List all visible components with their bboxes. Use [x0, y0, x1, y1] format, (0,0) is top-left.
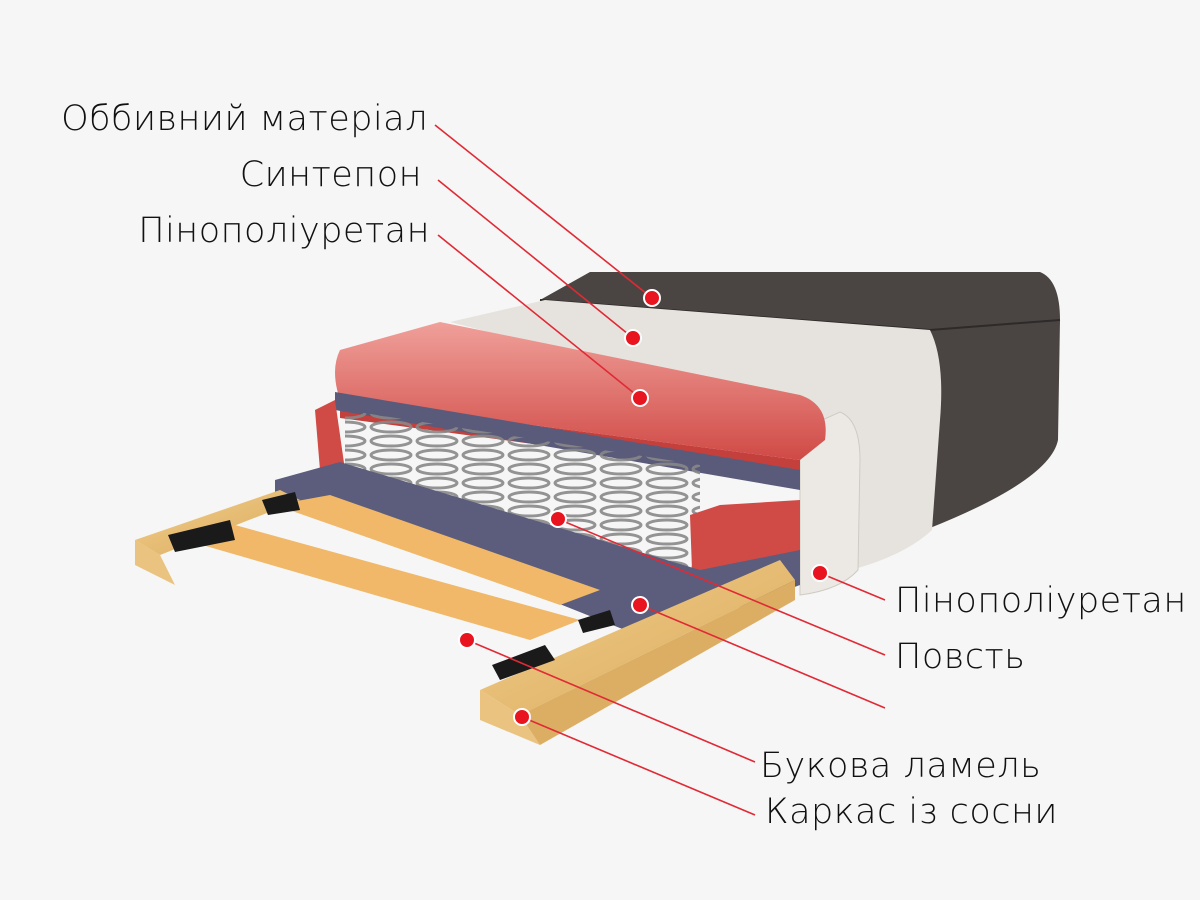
- marker-dot: [631, 596, 649, 614]
- leader-foam-top: [437, 234, 641, 399]
- foam-side-bar-left: [315, 400, 345, 470]
- marker-dot: [549, 510, 567, 528]
- leader-frame: [521, 716, 756, 816]
- marker-dot: [811, 564, 829, 582]
- beech-slats: [168, 492, 615, 680]
- label-felt: Повсть: [895, 637, 1025, 677]
- leader-felt-lower: [639, 604, 886, 709]
- marker-dot: [458, 631, 476, 649]
- marker-dot: [513, 708, 531, 726]
- leader-slat: [466, 639, 756, 763]
- label-padding: Синтепон: [240, 155, 422, 195]
- leader-foam-side: [819, 572, 886, 601]
- label-foam-top: Пінополіуретан: [138, 211, 430, 251]
- leader-padding: [437, 179, 634, 339]
- felt-lower: [275, 462, 800, 640]
- padding-layer: [450, 300, 942, 575]
- marker-dot: [631, 389, 649, 407]
- marker-dot: [643, 289, 661, 307]
- leader-upholstery: [434, 124, 653, 299]
- leader-felt: [557, 518, 886, 656]
- springs: [345, 410, 700, 570]
- marker-dot: [624, 329, 642, 347]
- side-foam-block: [799, 411, 861, 596]
- label-frame: Каркас із сосни: [765, 792, 1058, 832]
- label-upholstery: Оббивний матеріал: [61, 99, 428, 139]
- label-foam-side: Пінополіуретан: [895, 581, 1187, 621]
- label-slat: Букова ламель: [760, 746, 1041, 786]
